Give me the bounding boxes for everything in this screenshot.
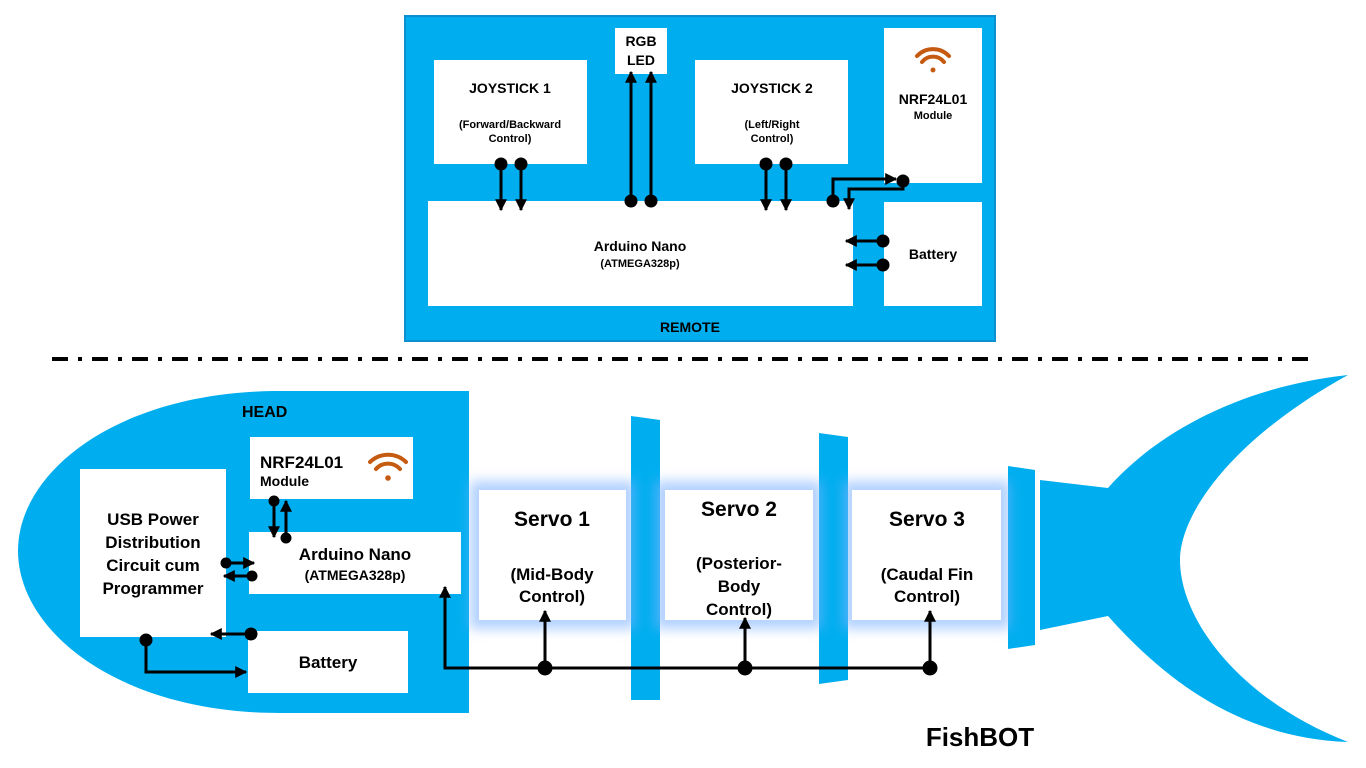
servo3-title: Servo 3 [889,508,965,531]
servo2-title: Servo 2 [701,498,777,521]
remote-arduino-block: Arduino Nano (ATMEGA328p) [428,201,853,306]
usb-power-block: USB Power Distribution Circuit cum Progr… [80,469,226,637]
remote-arduino-title: Arduino Nano [594,238,687,254]
servo1-box [479,490,626,620]
joystick2-block: JOYSTICK 2 (Left/Right Control) [695,60,848,164]
fish-nrf-box [250,437,413,499]
servo2-line1: (Posterior- [696,554,782,573]
remote-arduino-box [428,201,853,306]
servo3-line2: Control) [894,587,960,606]
joystick1-box [434,60,587,164]
servo1-block: Servo 1 (Mid-Body Control) [470,481,635,629]
rgb-led-block: RGB LED [615,28,667,74]
wifi-icon [915,47,951,73]
servo1-line1: (Mid-Body [510,565,594,584]
remote-battery-block: Battery [884,202,982,306]
usb-line3: Circuit cum [106,556,200,575]
remote-battery-box [884,202,982,306]
fish-arduino-title: Arduino Nano [299,545,411,564]
head-label: HEAD [242,404,287,421]
servo2-box [665,490,813,620]
joystick2-sub1: (Left/Right [745,119,800,131]
remote-nrf-box [884,28,982,183]
fish-arduino-sub: (ATMEGA328p) [305,567,406,583]
fish-battery-box [248,631,408,693]
servo3-line1: (Caudal Fin [881,565,974,584]
joystick1-sub2: Control) [489,133,532,145]
fishbot-title: FishBOT [926,722,1034,752]
servo1-line2: Control) [519,587,585,606]
fish-connectors [139,495,938,678]
fish-segment-3 [1008,466,1035,649]
fish-segment-2 [819,433,848,684]
joystick1-sub1: (Forward/Backward [459,119,561,131]
rgb-led-line1: RGB [625,33,656,49]
fish-nrf-sub: Module [260,473,309,489]
servo2-block: Servo 2 (Posterior- Body Control) [655,481,822,629]
fish-nrf-title: NRF24L01 [260,453,343,472]
joystick1-block: JOYSTICK 1 (Forward/Backward Control) [434,60,587,164]
servo3-box [852,490,1001,620]
joystick1-title: JOYSTICK 1 [469,80,551,96]
usb-line1: USB Power [107,510,199,529]
remote-nrf-title: NRF24L01 [899,91,968,107]
fish-battery-title: Battery [299,653,358,672]
rgb-led-box [615,28,667,74]
joystick2-sub2: Control) [751,133,794,145]
usb-line2: Distribution [105,533,200,552]
remote-panel: JOYSTICK 1 (Forward/Backward Control) RG… [404,15,996,342]
wifi-icon [368,452,408,481]
usb-line4: Programmer [102,579,203,598]
fish-nrf-block: NRF24L01 Module [250,437,413,499]
remote-title: REMOTE [660,319,720,335]
fish-battery-block: Battery [248,631,408,693]
joystick2-box [695,60,848,164]
remote-nrf-sub: Module [914,110,953,122]
fish-arduino-block: Arduino Nano (ATMEGA328p) [249,532,461,594]
fish-segment-1 [631,416,660,700]
servo1-title: Servo 1 [514,508,590,531]
usb-power-box [80,469,226,637]
joystick2-title: JOYSTICK 2 [731,80,813,96]
rgb-led-line2: LED [627,52,655,68]
fish-tail [1040,375,1348,742]
remote-nrf-block: NRF24L01 Module [884,28,982,183]
remote-battery-title: Battery [909,246,957,262]
servo3-block: Servo 3 (Caudal Fin Control) [843,481,1010,629]
fishbot-body: HEAD NRF24L01 Module Arduino Nano (ATMEG… [18,375,1348,752]
servo2-line3: Control) [706,600,772,619]
remote-arduino-sub: (ATMEGA328p) [600,258,680,270]
remote-connectors [494,70,910,272]
servo2-line2: Body [718,577,761,596]
